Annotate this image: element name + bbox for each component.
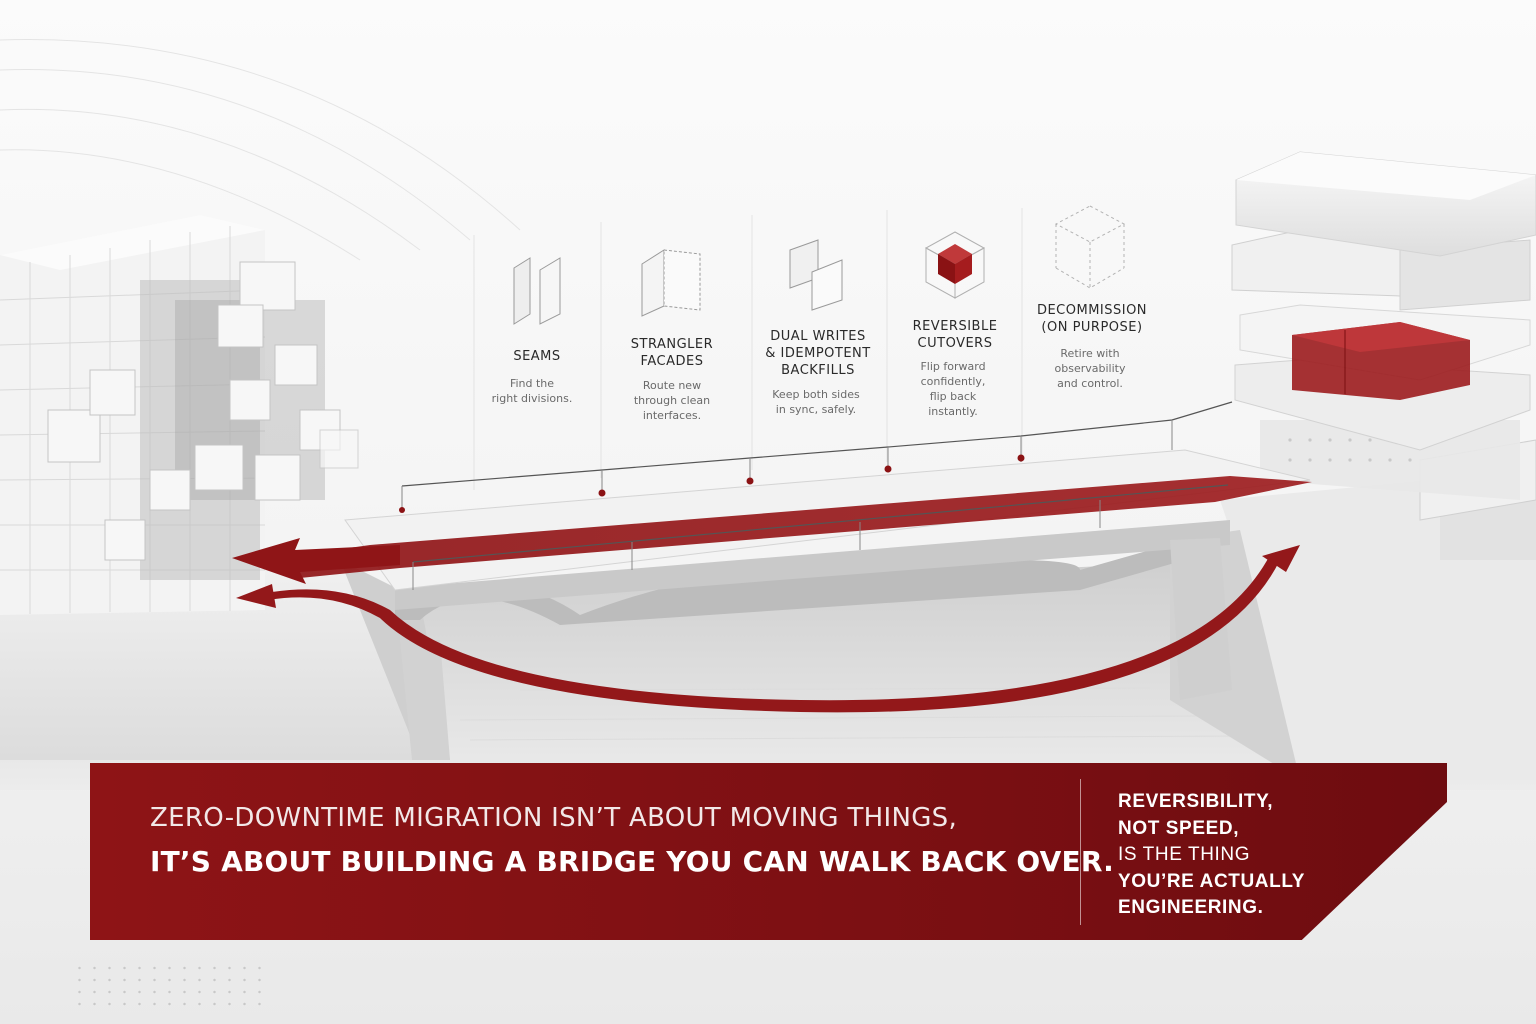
seams-icon xyxy=(513,257,561,325)
takeaway-line: IS THE THING xyxy=(1118,844,1251,865)
step-description: Keep both sides in sync, safely. xyxy=(772,388,860,416)
decommission-wireframe-icon xyxy=(1054,205,1126,289)
dual-writes-icon xyxy=(789,239,843,311)
step-title: STRANGLER FACADES xyxy=(630,337,714,369)
new-system-stack xyxy=(1231,151,1536,560)
banner-headline-light: ZERO-DOWNTIME MIGRATION ISN’T ABOUT MOVI… xyxy=(150,803,958,833)
banner-takeaway: REVERSIBILITY, NOT SPEED, IS THE THING Y… xyxy=(1118,789,1305,922)
step-description: Retire with observability and control. xyxy=(1054,347,1126,390)
takeaway-line: REVERSIBILITY, xyxy=(1118,791,1274,812)
step-title: REVERSIBLE CUTOVERS xyxy=(912,319,998,351)
step-description: Flip forward confidently, flip back inst… xyxy=(920,360,986,418)
decorative-dot-grid xyxy=(72,962,272,1012)
step-dividers xyxy=(473,208,1023,490)
banner-divider xyxy=(1080,779,1081,925)
step-title: DECOMMISSION (ON PURPOSE) xyxy=(1036,303,1148,335)
step-description: Find the right divisions. xyxy=(491,377,573,405)
banner-headline-bold: IT’S ABOUT BUILDING A BRIDGE YOU CAN WAL… xyxy=(150,845,1114,878)
bridge xyxy=(232,401,1312,760)
step-description: Route new through clean interfaces. xyxy=(633,379,711,422)
monolith-block xyxy=(0,215,359,615)
message-banner: ZERO-DOWNTIME MIGRATION ISN’T ABOUT MOVI… xyxy=(90,763,1447,940)
step-title: SEAMS xyxy=(513,349,561,364)
red-core-cube xyxy=(1292,322,1470,400)
takeaway-line: YOU’RE ACTUALLY xyxy=(1118,870,1306,892)
walk-back-arrow xyxy=(236,545,1300,713)
background-arcs xyxy=(0,39,521,261)
reversible-cube-icon xyxy=(924,231,986,299)
step-title: DUAL WRITES & IDEMPOTENT BACKFILLS xyxy=(765,329,871,378)
strangler-facade-icon xyxy=(641,249,701,317)
takeaway-line: NOT SPEED, xyxy=(1118,817,1240,839)
takeaway-line: ENGINEERING. xyxy=(1118,897,1264,918)
